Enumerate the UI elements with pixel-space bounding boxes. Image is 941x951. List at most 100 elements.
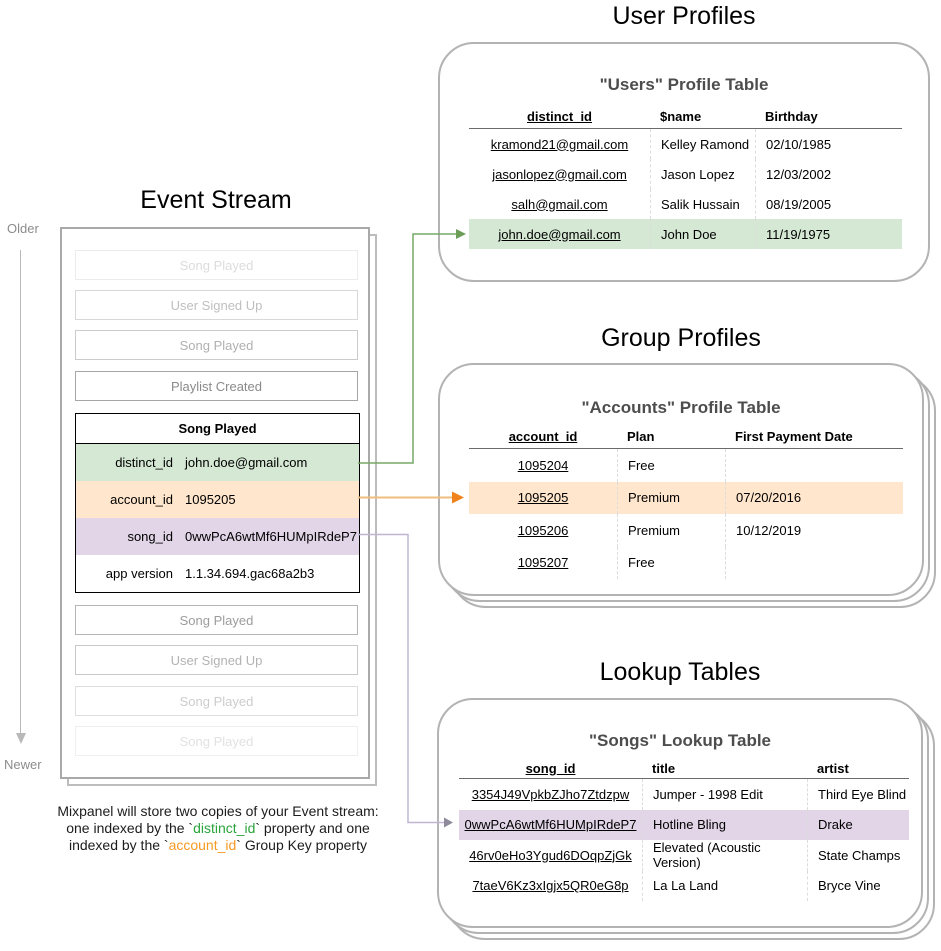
column-header: song_id	[525, 760, 576, 776]
property-key: app version	[105, 566, 173, 581]
cell: Jason Lopez	[650, 159, 755, 189]
cell: Salik Hussain	[650, 189, 755, 219]
accounts-table-heading: "Accounts" Profile Table	[581, 398, 781, 417]
table-row: 3354J49VpkbZJho7Ztdzpw Jumper - 1998 Edi…	[459, 779, 909, 810]
caption-text: indexed by the `	[68, 837, 169, 853]
newer-label: Newer	[4, 757, 42, 772]
event-row: Song Played	[75, 330, 358, 360]
cell: 08/19/2005	[755, 189, 902, 219]
cell: 11/19/1975	[755, 219, 902, 249]
property-row-app-version: app version 1.1.34.694.gac68a2b3	[76, 555, 359, 592]
table-row-highlighted: john.doe@gmail.com John Doe 11/19/1975	[469, 219, 902, 249]
cell: La La Land	[642, 870, 807, 901]
event-stream-title: Event Stream	[140, 186, 292, 214]
songs-lookup-card: "Songs" Lookup Table song_id title artis…	[437, 698, 923, 928]
users-profile-card: "Users" Profile Table distinct_id $name …	[438, 42, 930, 282]
accounts-table-header: account_id Plan First Payment Date	[469, 424, 903, 449]
event-row: Song Played	[75, 250, 358, 280]
caption-line-1: Mixpanel will store two copies of your E…	[57, 803, 379, 819]
event-stream-panel: Song Played User Signed Up Song Played P…	[60, 227, 370, 779]
table-row: 1095207 Free	[469, 546, 903, 579]
cell: John Doe	[650, 219, 755, 249]
property-value: john.doe@gmail.com	[185, 455, 308, 470]
cell: 1095205	[517, 490, 569, 506]
cell: Drake	[807, 809, 909, 840]
cell: 46rv0eHo3Ygud6DOqpZjGk	[469, 847, 632, 863]
cell: Jumper - 1998 Edit	[642, 779, 807, 810]
column-header: artist	[817, 760, 849, 776]
cell: 3354J49VpkbZJho7Ztdzpw	[471, 786, 630, 802]
cell: 10/12/2019	[725, 514, 903, 547]
cell: john.doe@gmail.com	[498, 226, 621, 242]
caption-text: ` property and one	[255, 820, 370, 836]
column-header: title	[652, 760, 676, 776]
property-key: account_id	[110, 492, 173, 507]
property-value: 1095205	[185, 492, 236, 507]
table-row-highlighted: 1095205 Premium 07/20/2016	[469, 481, 903, 514]
caption-text: ` Group Key property	[236, 837, 368, 853]
songs-table-header: song_id title artist	[459, 758, 909, 779]
timeline-line	[20, 250, 21, 733]
accounts-table-body: 1095204 Free 1095205 Premium 07/20/2016 …	[469, 449, 903, 579]
users-table: distinct_id $name Birthday kramond21@gma…	[469, 104, 902, 249]
account-id-code: account_id	[168, 837, 237, 853]
cell: salh@gmail.com	[511, 196, 608, 212]
cell: 12/03/2002	[755, 159, 902, 189]
songs-table-heading: "Songs" Lookup Table	[588, 731, 772, 750]
table-row: 46rv0eHo3Ygud6DOqpZjGk Elevated (Acousti…	[459, 840, 909, 871]
property-value: 1.1.34.694.gac68a2b3	[185, 566, 315, 581]
column-header: distinct_id	[526, 108, 592, 124]
cell: 1095207	[517, 555, 569, 571]
caption-line-2: one indexed by the `distinct_id` propert…	[38, 820, 398, 837]
property-row-distinct-id: distinct_id john.doe@gmail.com	[76, 444, 359, 481]
accounts-profile-card: "Accounts" Profile Table account_id Plan…	[438, 363, 924, 596]
expanded-event-card: Song Played distinct_id john.doe@gmail.c…	[75, 413, 360, 593]
cell: Third Eye Blind	[807, 779, 909, 810]
cell	[725, 546, 903, 579]
timeline-arrowhead-icon	[16, 733, 26, 744]
event-row: Song Played	[75, 686, 358, 716]
cell: Kelley Ramond	[650, 129, 755, 159]
table-row: 1095204 Free	[469, 449, 903, 482]
column-header: account_id	[508, 428, 578, 444]
table-row: 7taeV6Kz3xIgjx5QR0eG8p La La Land Bryce …	[459, 870, 909, 901]
cell: jasonlopez@gmail.com	[492, 166, 627, 182]
expanded-event-name: Song Played	[76, 414, 359, 444]
cell	[725, 449, 903, 482]
cell: Premium	[617, 481, 725, 514]
caption: Mixpanel will store two copies of your E…	[38, 803, 398, 854]
users-table-body: kramond21@gmail.com Kelley Ramond 02/10/…	[469, 129, 902, 249]
older-label: Older	[7, 221, 39, 236]
songs-table: song_id title artist 3354J49VpkbZJho7Ztd…	[459, 758, 909, 901]
column-header: $name	[660, 108, 702, 124]
cell: Bryce Vine	[807, 870, 909, 901]
table-row: jasonlopez@gmail.com Jason Lopez 12/03/2…	[469, 159, 902, 189]
property-key: distinct_id	[115, 455, 173, 470]
cell: Hotline Bling	[642, 809, 807, 840]
lookup-tables-title: Lookup Tables	[599, 658, 761, 686]
event-row: User Signed Up	[75, 645, 358, 675]
users-table-heading: "Users" Profile Table	[599, 75, 769, 94]
cell: 02/10/1985	[755, 129, 902, 159]
caption-line-3: indexed by the `account_id` Group Key pr…	[38, 837, 398, 854]
cell: State Champs	[807, 840, 909, 871]
distinct-id-code: distinct_id	[193, 820, 256, 836]
event-row: Song Played	[75, 605, 358, 635]
property-row-account-id: account_id 1095205	[76, 481, 359, 518]
cell: kramond21@gmail.com	[490, 136, 629, 152]
event-row: User Signed Up	[75, 290, 358, 320]
cell: 0wwPcA6wtMf6HUMpIRdeP7	[464, 817, 637, 833]
column-header: Plan	[627, 428, 655, 444]
table-row: salh@gmail.com Salik Hussain 08/19/2005	[469, 189, 902, 219]
cell: 07/20/2016	[725, 481, 903, 514]
cell: 7taeV6Kz3xIgjx5QR0eG8p	[472, 878, 629, 894]
table-row: 1095206 Premium 10/12/2019	[469, 514, 903, 547]
cell: Free	[617, 546, 725, 579]
accounts-table: account_id Plan First Payment Date 10952…	[469, 424, 903, 579]
cell: 1095206	[517, 522, 569, 538]
column-header: First Payment Date	[735, 428, 853, 444]
caption-text: one indexed by the `	[66, 820, 194, 836]
cell: Premium	[617, 514, 725, 547]
property-value: 0wwPcA6wtMf6HUMpIRdeP7	[185, 529, 357, 544]
cell: Free	[617, 449, 725, 482]
